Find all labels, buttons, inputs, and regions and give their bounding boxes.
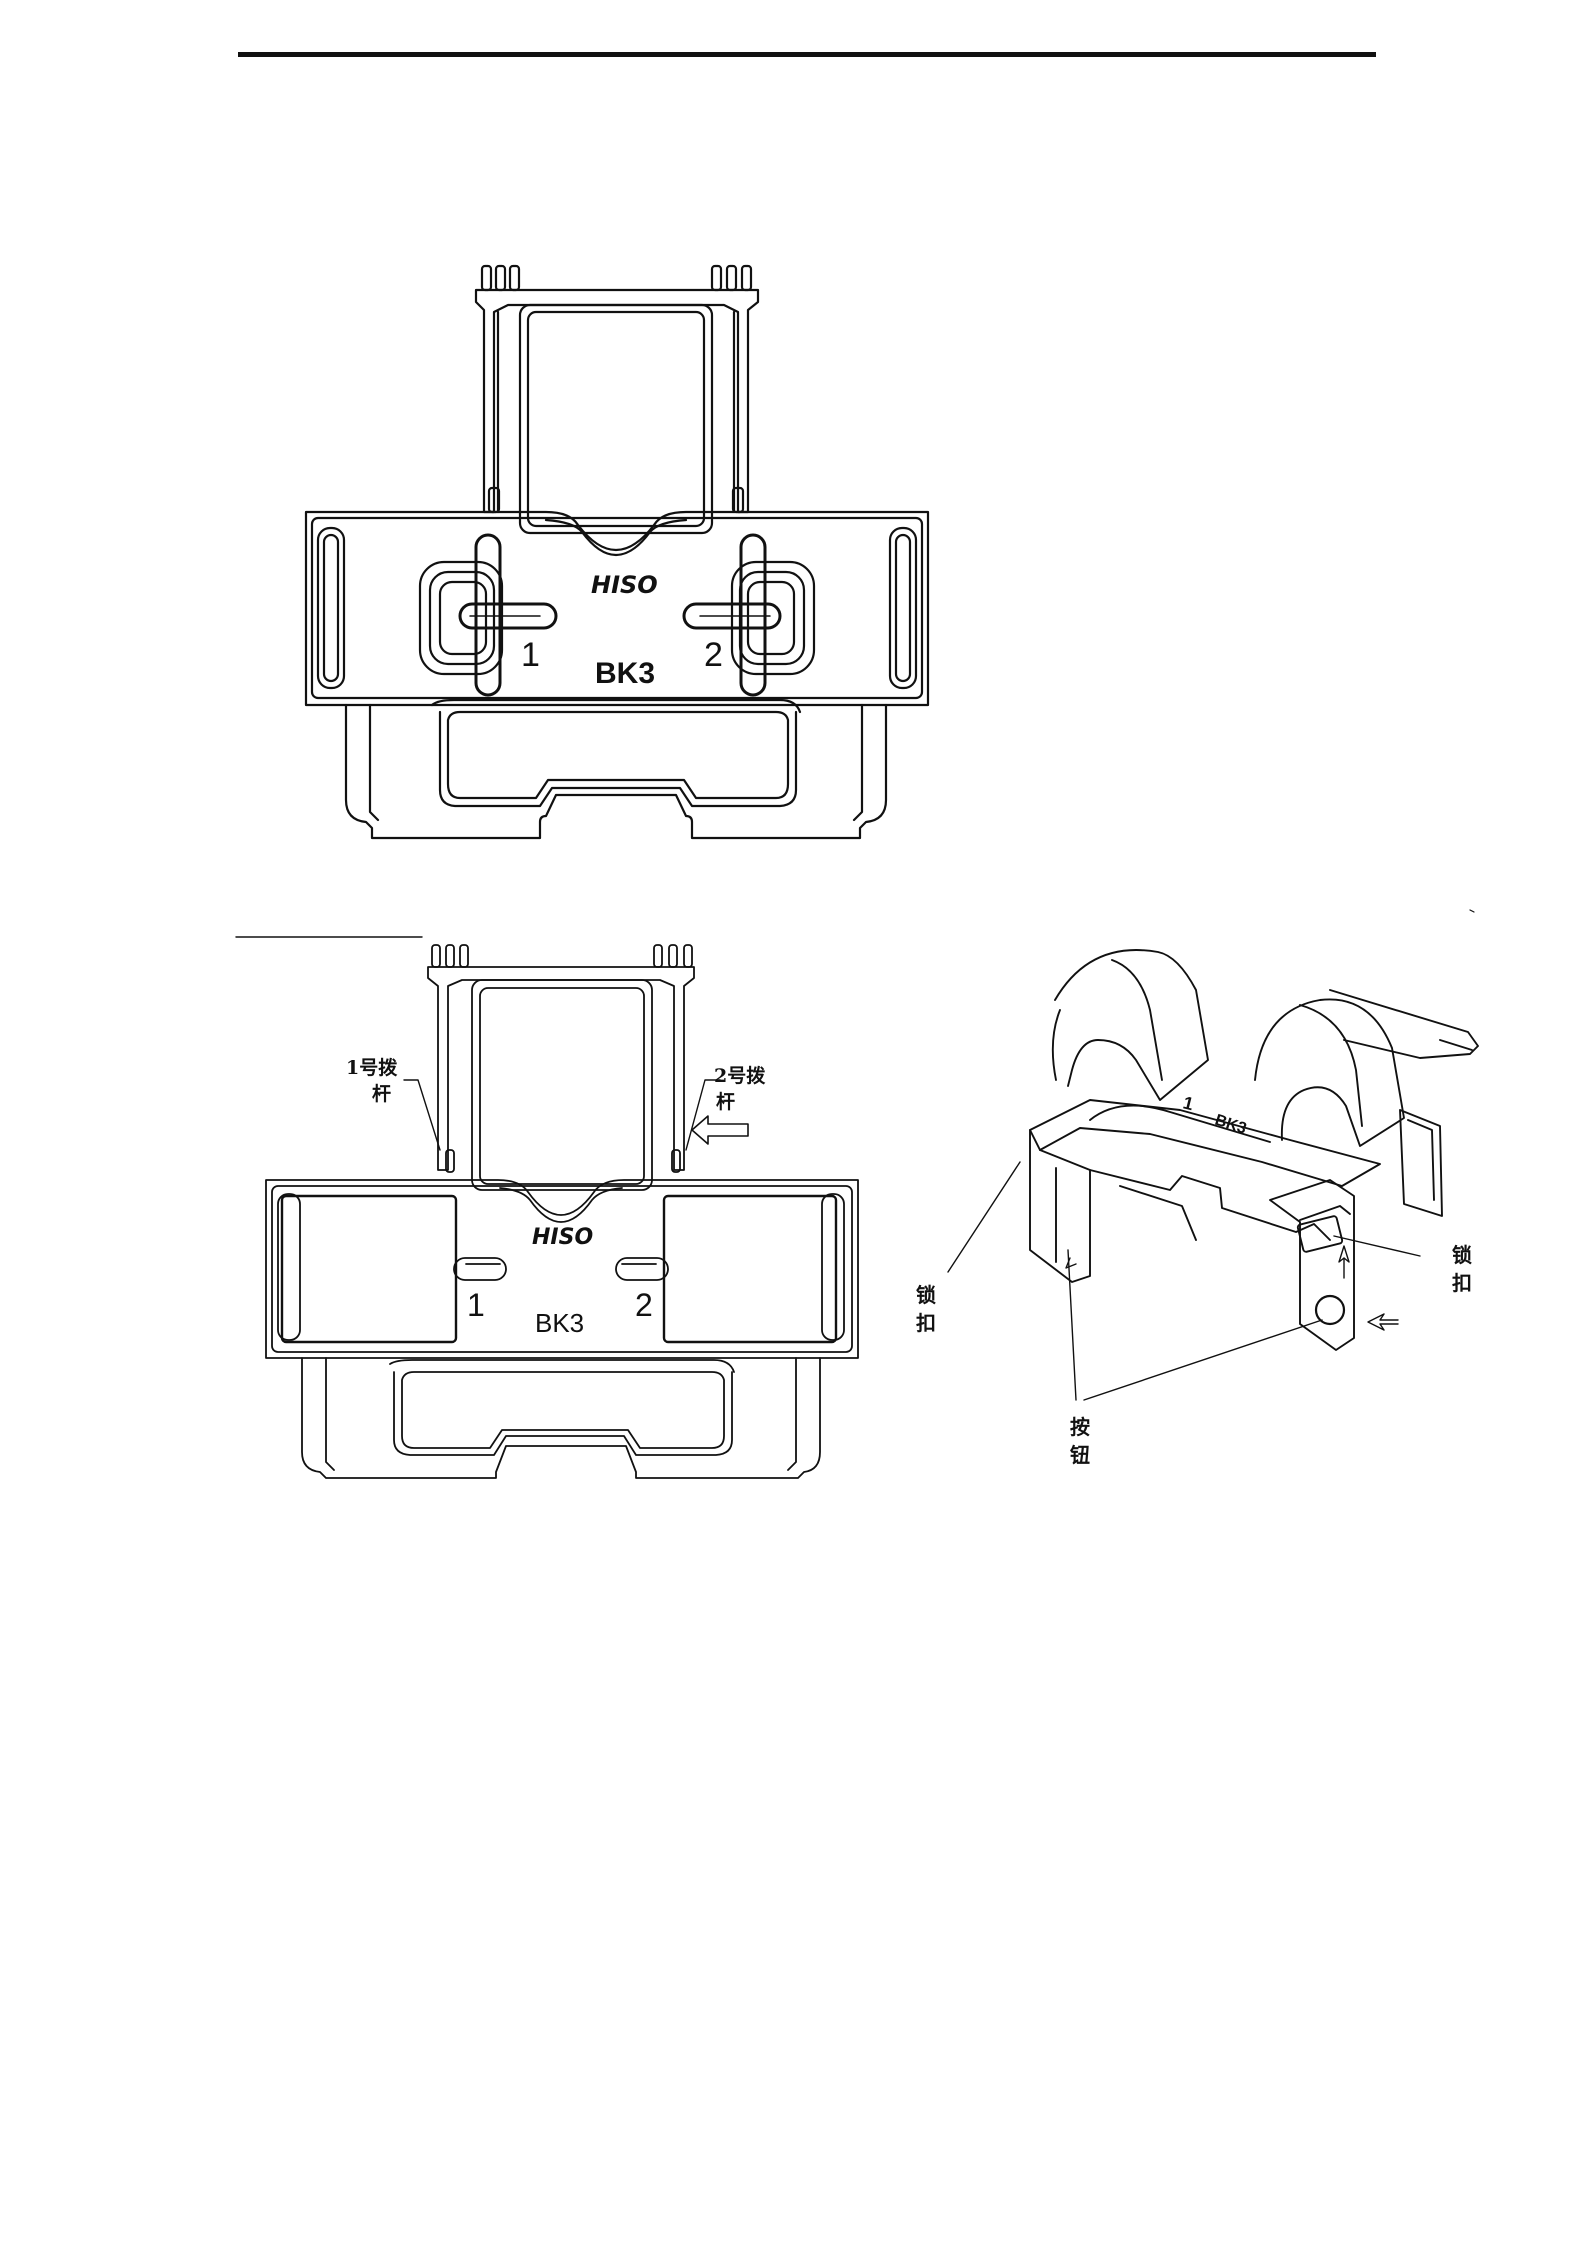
right-leg: [1270, 1180, 1354, 1350]
br-lever-1-number: 1: [1181, 1092, 1196, 1114]
callout-lock-right-line1: 锁: [1452, 1243, 1472, 1267]
top-lever-1-number: 1: [521, 636, 540, 674]
push-arrow-icon: [692, 1116, 748, 1144]
lower-body: [346, 705, 886, 838]
br-model-label: BK3: [1213, 1112, 1249, 1138]
main-deck: [1030, 1100, 1380, 1186]
top-pins: [482, 266, 751, 290]
lever-2-recess: [732, 562, 814, 674]
left-arrow-icon: [1368, 1314, 1398, 1330]
lever-2-cover: [664, 1196, 836, 1342]
callout-lever-2-line1: 2号拨: [714, 1064, 766, 1087]
figure-bottom-left-front-view: [236, 937, 858, 1478]
callout-lever-1-line1: 1号拨: [346, 1056, 398, 1079]
button-icon: [1316, 1296, 1344, 1324]
bl-model-label: BK3: [535, 1308, 584, 1338]
callout-lock-right-line2: 扣: [1452, 1271, 1472, 1295]
figure-bottom-right-isometric-view: [948, 910, 1478, 1400]
figure-top-front-view: [306, 266, 928, 838]
callout-lever-2-line2: 杆: [716, 1090, 735, 1113]
bl-lever-2-number: 2: [635, 1287, 653, 1323]
top-model-label: BK3: [595, 657, 655, 690]
bl-lever-1-number: 1: [467, 1287, 485, 1323]
lock-latch-icon: [1297, 1216, 1343, 1253]
right-slot: [890, 528, 916, 688]
lever-1-cover: [282, 1196, 456, 1342]
top-brand-logo: HISO: [591, 571, 658, 599]
top-frame: [476, 290, 758, 512]
callout-lock-left-line2: 扣: [916, 1311, 936, 1335]
callout-lock-left-line1: 锁: [916, 1283, 936, 1307]
callout-lever-1-line2: 杆: [372, 1082, 391, 1105]
callout-button-line2: 钮: [1069, 1443, 1090, 1467]
left-slot: [318, 528, 344, 688]
up-arrow-icon: [1339, 1246, 1349, 1278]
callout-button-line1: 按: [1070, 1415, 1090, 1439]
lever-1: [460, 535, 556, 695]
top-lever-2-number: 2: [704, 636, 723, 674]
bl-brand-logo: HISO: [532, 1225, 593, 1250]
